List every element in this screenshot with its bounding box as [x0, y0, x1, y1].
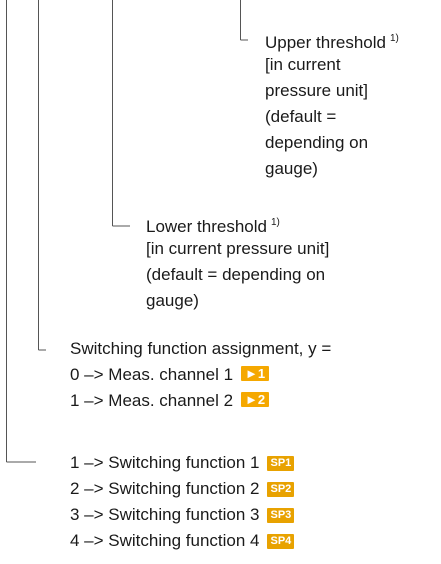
meas-channel-2-icon: ►2	[241, 392, 270, 407]
lower-threshold-line-1: [in current pressure unit]	[146, 239, 330, 258]
lower-threshold-label: Lower threshold	[146, 217, 267, 236]
assignment-title: Switching function assignment, y =	[70, 339, 332, 358]
switching-item-1: 2 –> Switching function 2 SP2	[70, 478, 295, 500]
sp2-icon: SP2	[267, 482, 295, 497]
sp3-icon: SP3	[267, 508, 295, 523]
switching-item-2: 3 –> Switching function 3 SP3	[70, 504, 295, 526]
upper-threshold-line-5: gauge)	[265, 159, 318, 178]
switching-item-text: 3 –> Switching function 3	[70, 505, 260, 524]
switching-item-text: 2 –> Switching function 2	[70, 479, 260, 498]
assignment-item-text: 0 –> Meas. channel 1	[70, 365, 234, 384]
switching-item-text: 4 –> Switching function 4	[70, 531, 260, 550]
switching-item-text: 1 –> Switching function 1	[70, 453, 260, 472]
assignment-item-text: 1 –> Meas. channel 2	[70, 391, 234, 410]
lower-threshold-footnote: 1)	[270, 217, 280, 228]
lower-threshold-line-3: gauge)	[146, 291, 199, 310]
upper-threshold-line-3: (default =	[265, 107, 337, 126]
upper-threshold-line-1: [in current	[265, 55, 341, 74]
upper-threshold-line-2: pressure unit]	[265, 81, 368, 100]
sp4-icon: SP4	[267, 534, 295, 549]
lower-threshold-line-2: (default = depending on	[146, 265, 326, 284]
meas-channel-1-icon: ►1	[241, 366, 270, 381]
switching-item-3: 4 –> Switching function 4 SP4	[70, 530, 295, 552]
switching-item-0: 1 –> Switching function 1 SP1	[70, 452, 295, 474]
assignment-item-0: 0 –> Meas. channel 1 ►1	[70, 364, 270, 386]
upper-threshold-label: Upper threshold	[265, 33, 386, 52]
upper-threshold-line-4: depending on	[265, 133, 369, 152]
assignment-item-1: 1 –> Meas. channel 2 ►2	[70, 390, 270, 412]
sp1-icon: SP1	[267, 456, 295, 471]
upper-threshold-footnote: 1)	[389, 33, 399, 44]
